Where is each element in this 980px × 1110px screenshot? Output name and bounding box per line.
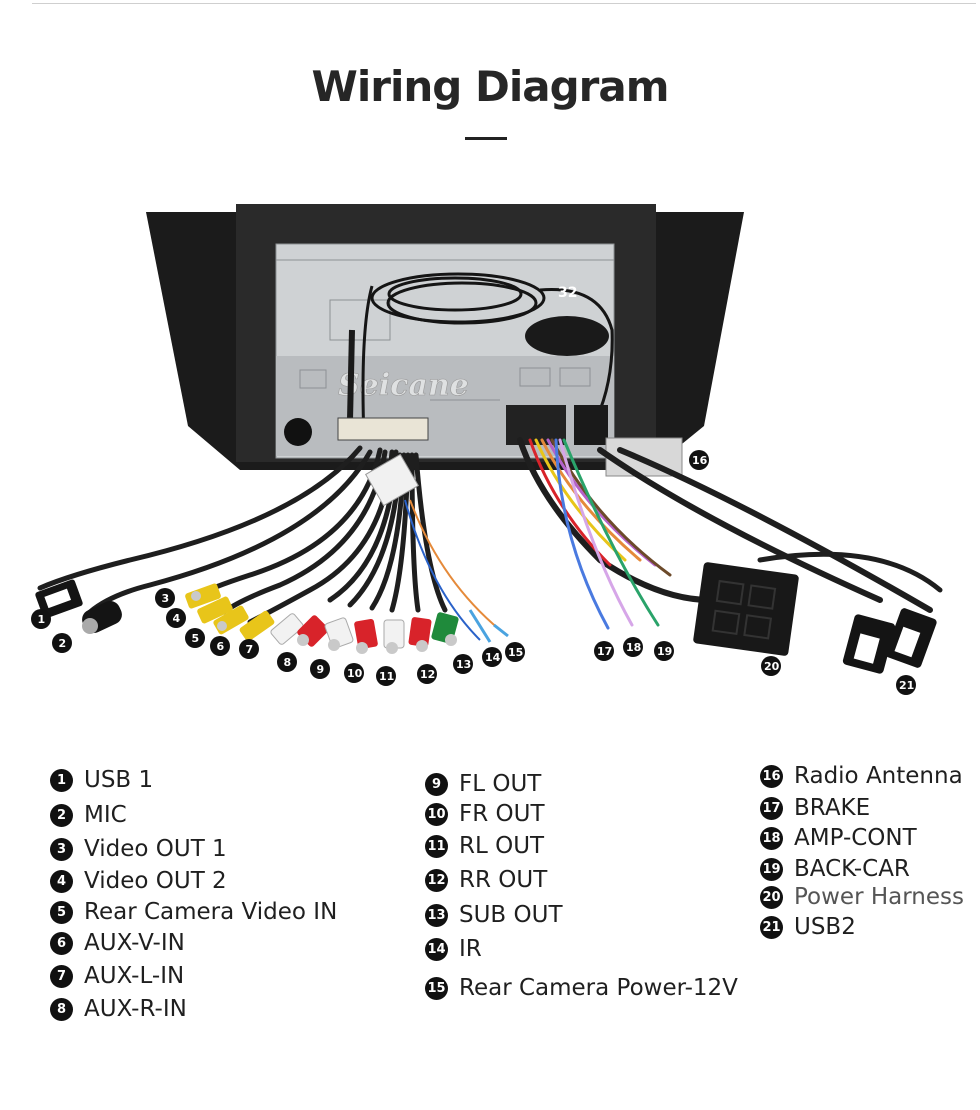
legend-item: 7 AUX-L-IN	[50, 963, 184, 989]
legend-number: 1	[50, 768, 73, 792]
legend-item: 8 AUX-R-IN	[50, 996, 187, 1022]
legend-item: 18 AMP-CONT	[760, 825, 917, 851]
gps-label: 32	[558, 285, 577, 301]
legend-label: Radio Antenna	[794, 763, 963, 789]
legend-label: MIC	[84, 802, 127, 828]
legend-number: 3	[50, 837, 73, 861]
legend-number: 13	[425, 903, 448, 927]
page-title: Wiring Diagram	[311, 62, 670, 111]
legend-number: 11	[425, 834, 448, 858]
legend-item: 11 RL OUT	[425, 833, 544, 859]
legend-label: BRAKE	[794, 795, 871, 821]
legend-item: 4 Video OUT 2	[50, 868, 227, 894]
legend-label: Video OUT 1	[84, 836, 227, 862]
legend-label: AUX-L-IN	[84, 963, 185, 989]
legend-item: 19 BACK-CAR	[760, 856, 910, 882]
svg-text:3: 3	[162, 592, 170, 605]
legend-number: 19	[760, 857, 783, 881]
svg-text:5: 5	[192, 632, 200, 645]
legend-label: Power Harness	[794, 884, 964, 910]
legend-label: SUB OUT	[459, 902, 563, 928]
svg-text:14: 14	[485, 651, 501, 664]
svg-text:4: 4	[173, 612, 181, 625]
legend-item: 17 BRAKE	[760, 795, 870, 821]
svg-text:11: 11	[379, 670, 394, 683]
svg-text:13: 13	[456, 658, 471, 671]
legend-number: 8	[50, 997, 73, 1021]
svg-text:2: 2	[59, 637, 67, 650]
legend-number: 2	[50, 803, 73, 827]
legend-item: 6 AUX-V-IN	[50, 930, 185, 956]
legend-item: 20 Power Harness	[760, 884, 964, 910]
legend-item: 2 MIC	[50, 802, 127, 828]
gps-cable	[361, 272, 614, 441]
legend-number: 17	[760, 796, 783, 820]
svg-text:20: 20	[764, 660, 780, 673]
legend-item: 15 Rear Camera Power-12V	[425, 975, 738, 1001]
legend-label: AUX-R-IN	[84, 996, 187, 1022]
legend-item: 9 FL OUT	[425, 771, 541, 797]
watermark: Seicane	[338, 368, 469, 403]
svg-text:12: 12	[420, 668, 435, 681]
title-underline	[465, 137, 507, 140]
legend-number: 12	[425, 868, 448, 892]
legend-item: 13 SUB OUT	[425, 902, 563, 928]
legend-number: 21	[760, 915, 783, 939]
legend-number: 5	[50, 900, 73, 924]
legend-item: 3 Video OUT 1	[50, 836, 227, 862]
legend-number: 9	[425, 772, 448, 796]
svg-text:17: 17	[597, 645, 612, 658]
svg-text:10: 10	[347, 667, 363, 680]
legend-label: Video OUT 2	[84, 868, 227, 894]
legend-number: 18	[760, 826, 783, 850]
legend-number: 10	[425, 802, 448, 826]
legend-label: FL OUT	[459, 771, 542, 797]
top-divider	[32, 3, 976, 4]
svg-text:8: 8	[284, 656, 292, 669]
svg-text:1: 1	[38, 613, 46, 626]
legend-item: 16 Radio Antenna	[760, 763, 963, 789]
svg-text:16: 16	[692, 454, 708, 467]
legend-item: 5 Rear Camera Video IN	[50, 899, 337, 925]
legend-label: AMP-CONT	[794, 825, 917, 851]
legend-label: RL OUT	[459, 833, 545, 859]
legend-label: BACK-CAR	[794, 856, 910, 882]
legend-number: 7	[50, 964, 73, 988]
legend-number: 16	[760, 764, 783, 788]
legend-number: 15	[425, 976, 448, 1000]
gps-antenna	[525, 316, 609, 356]
svg-text:9: 9	[317, 663, 325, 676]
legend-item: 10 FR OUT	[425, 801, 545, 827]
rca-plugs	[185, 583, 459, 654]
legend-number: 20	[760, 885, 783, 909]
svg-text:19: 19	[657, 645, 672, 658]
legend-item: 12 RR OUT	[425, 867, 547, 893]
legend-label: USB 1	[84, 767, 154, 793]
svg-text:15: 15	[508, 646, 523, 659]
svg-text:21: 21	[899, 679, 914, 692]
legend-item: 21 USB2	[760, 914, 856, 940]
svg-text:7: 7	[246, 643, 254, 656]
legend-number: 6	[50, 931, 73, 955]
legend-label: AUX-V-IN	[84, 930, 185, 956]
legend-label: Rear Camera Power-12V	[459, 975, 738, 1001]
diagram-badges: 1 2 3 4 5 6 7 8 9 10 11 12 13 14 15 16 1…	[31, 450, 916, 695]
svg-text:18: 18	[626, 641, 641, 654]
legend-number: 14	[425, 937, 448, 961]
legend-label: USB2	[794, 914, 856, 940]
legend-label: Rear Camera Video IN	[84, 899, 338, 925]
legend-number: 4	[50, 869, 73, 893]
svg-text:6: 6	[217, 640, 225, 653]
legend-label: RR OUT	[459, 867, 548, 893]
legend-item: 1 USB 1	[50, 767, 153, 793]
wiring-illustration: Seicane 32	[31, 204, 943, 695]
iso-connector	[693, 562, 799, 656]
legend-item: 14 IR	[425, 936, 482, 962]
legend-label: IR	[459, 936, 482, 962]
legend-label: FR OUT	[459, 801, 545, 827]
